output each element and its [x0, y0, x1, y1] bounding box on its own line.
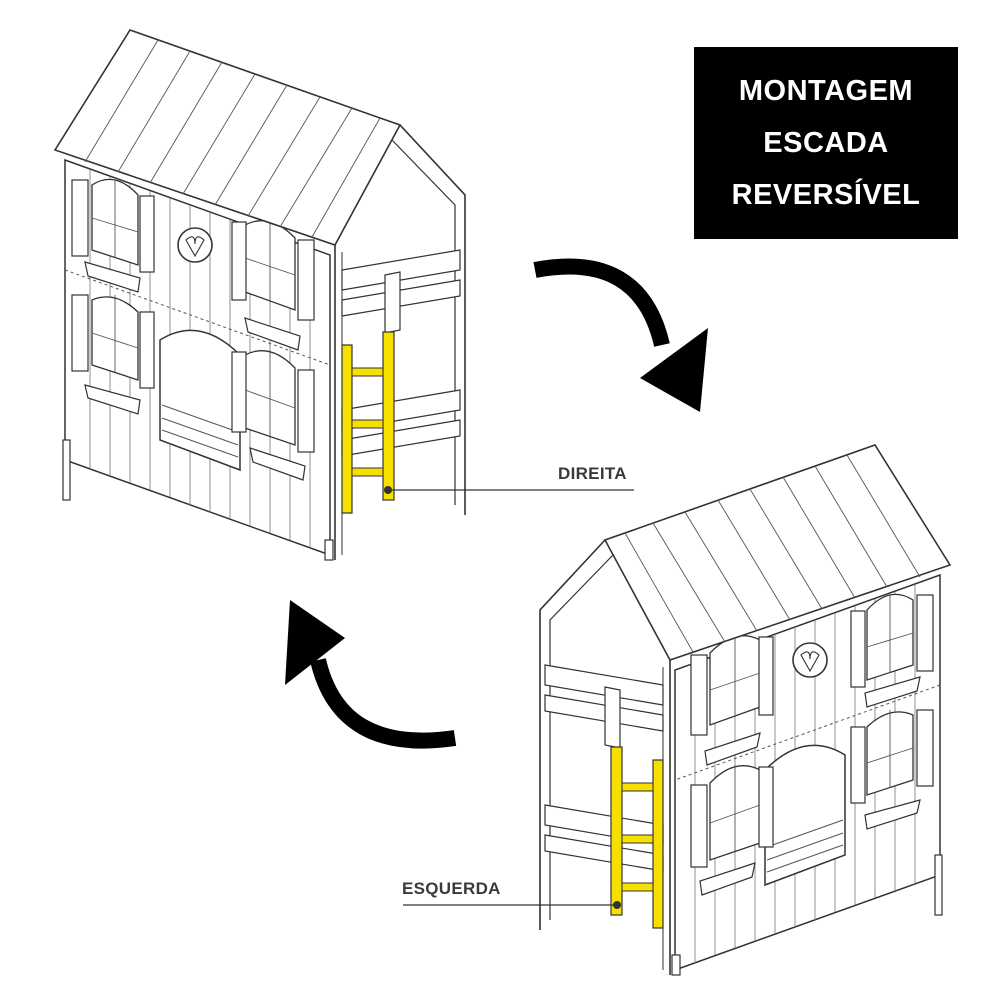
title-line-1: MONTAGEM — [738, 75, 914, 107]
title-line-3: REVERSÍVEL — [731, 179, 921, 211]
label-left: ESQUERDA — [402, 879, 501, 898]
bunk-house-left-ladder — [539, 444, 951, 976]
curved-arrow-up-left-icon — [285, 600, 457, 749]
bunk-house-right-ladder — [54, 29, 466, 561]
title-line-2: ESCADA — [763, 127, 889, 159]
label-right: DIREITA — [558, 464, 627, 483]
ladder-left — [610, 746, 664, 929]
ladder-right — [341, 331, 395, 514]
curved-arrow-down-right-icon — [533, 258, 708, 412]
title-box: MONTAGEM ESCADA REVERSÍVEL — [694, 47, 958, 239]
